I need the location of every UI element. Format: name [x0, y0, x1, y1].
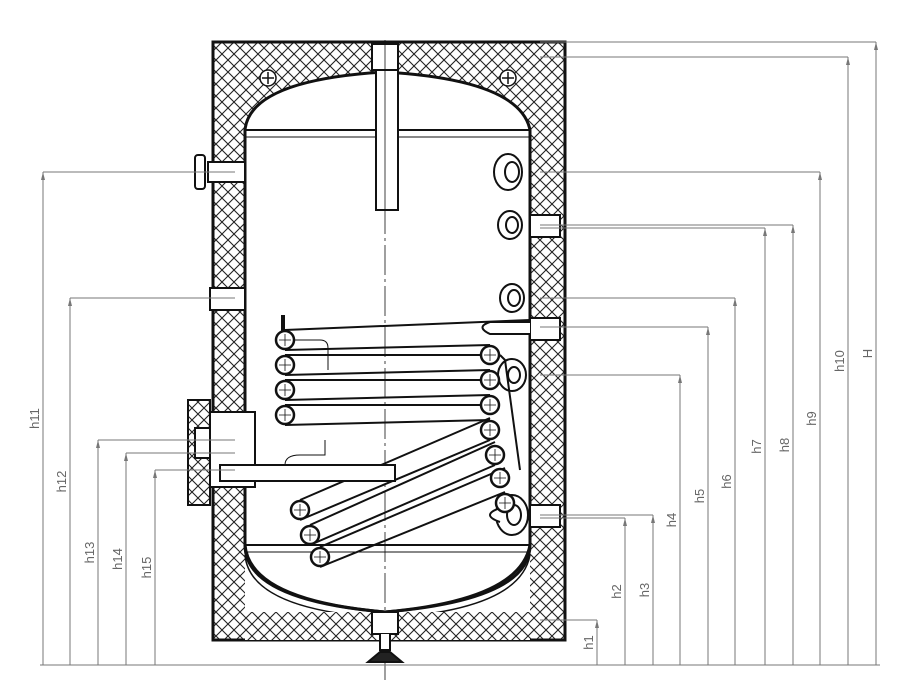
- dimension-h7: h7: [540, 227, 767, 665]
- dimension-label: h8: [777, 438, 792, 452]
- dimension-label: h6: [719, 474, 734, 488]
- bottom-fitting: [365, 611, 405, 663]
- dimension-label: h10: [832, 350, 847, 372]
- dimension-h14: h14: [110, 452, 235, 665]
- dimension-h1: h1: [540, 619, 599, 665]
- dimension-label: h12: [54, 471, 69, 493]
- dimension-h9: h9: [540, 171, 822, 665]
- dimension-H: H: [540, 41, 878, 665]
- dimension-label: h15: [139, 557, 154, 579]
- dimension-label: h2: [609, 584, 624, 598]
- dimension-label: h13: [82, 542, 97, 564]
- dimension-h2: h2: [540, 517, 627, 665]
- dimension-label: h4: [664, 513, 679, 527]
- dimension-h12: h12: [54, 297, 235, 665]
- dimension-label: h9: [804, 411, 819, 425]
- dimension-label: h5: [692, 489, 707, 503]
- top-anode: [371, 43, 399, 211]
- dimension-h6: h6: [540, 297, 737, 665]
- dimension-h11: h11: [27, 171, 235, 665]
- dimension-h8: h8: [540, 224, 795, 665]
- dimension-h10: h10: [540, 56, 850, 665]
- dimension-h4: h4: [540, 374, 682, 665]
- lifting-lug-icons: [259, 69, 517, 87]
- heat-exchanger-coil: [281, 315, 531, 568]
- dimension-h3: h3: [540, 514, 655, 665]
- dimension-label: h14: [110, 548, 125, 570]
- dimension-label: h3: [637, 583, 652, 597]
- dimension-h13: h13: [82, 439, 235, 665]
- dimension-label: h11: [27, 408, 42, 429]
- dimension-h15: h15: [139, 469, 235, 665]
- wall-sockets: [194, 154, 561, 528]
- dimension-h5: h5: [540, 326, 710, 665]
- dimension-label: H: [860, 349, 875, 358]
- dimension-label: h7: [749, 439, 764, 453]
- dimension-label: h1: [581, 635, 596, 649]
